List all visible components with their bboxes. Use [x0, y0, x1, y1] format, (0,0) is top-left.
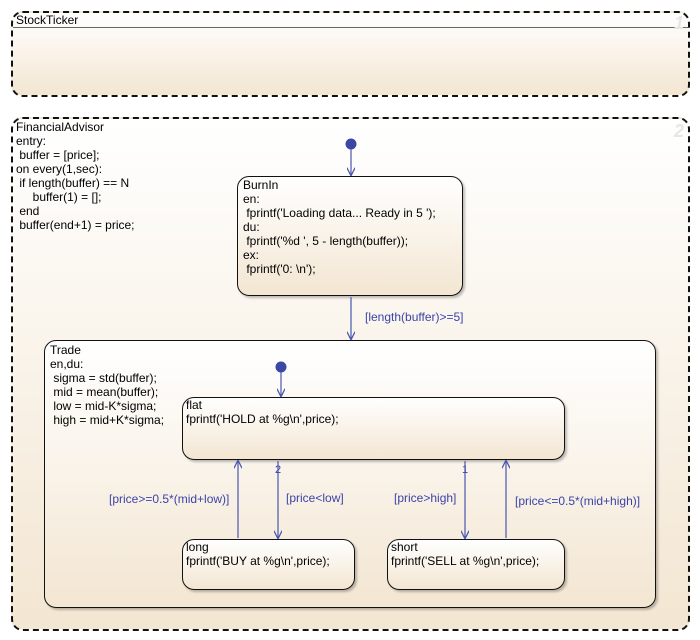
- stockticker-state[interactable]: StockTicker 1: [11, 11, 690, 97]
- guard-burnin-to-trade[interactable]: [length(buffer)>=5]: [365, 310, 464, 324]
- action-line: en,du:: [50, 357, 84, 371]
- action-line: fprintf('HOLD at %g\n',price);: [186, 412, 339, 426]
- action-line: du:: [243, 220, 260, 234]
- long-state[interactable]: [182, 539, 355, 590]
- burnin-state[interactable]: [237, 176, 463, 296]
- action-line: mid = mean(buffer);: [50, 385, 159, 399]
- default-transition-dot[interactable]: [275, 361, 287, 373]
- action-line: fprintf('BUY at %g\n',price);: [186, 554, 330, 568]
- action-line: ex:: [243, 248, 260, 262]
- state-name: BurnIn: [243, 178, 279, 192]
- short-state[interactable]: [387, 539, 565, 590]
- default-transition-dot[interactable]: [345, 138, 357, 150]
- action-line: end: [16, 204, 40, 218]
- action-line: if length(buffer) == N: [16, 176, 130, 190]
- state-name: Trade: [50, 343, 81, 357]
- action-line: fprintf('0: \n');: [243, 262, 316, 276]
- action-line: low = mid-K*sigma;: [50, 399, 157, 413]
- action-line: entry:: [16, 134, 47, 148]
- state-name: FinancialAdvisor: [16, 120, 105, 134]
- state-name: short: [391, 540, 418, 554]
- action-line: fprintf('Loading data... Ready in 5 ');: [243, 206, 436, 220]
- action-line: sigma = std(buffer);: [50, 371, 157, 385]
- execution-order: 2: [673, 121, 684, 141]
- action-line: high = mid+K*sigma;: [50, 413, 165, 427]
- action-line: on every(1,sec):: [16, 162, 103, 176]
- action-line: fprintf('%d ', 5 - length(buffer));: [243, 234, 409, 248]
- guard-flat-to-short[interactable]: [price>high]: [394, 491, 457, 505]
- state-title-divider: [13, 27, 688, 28]
- state-name: long: [186, 540, 209, 554]
- guard-short-to-flat[interactable]: [price<=0.5*(mid+high)]: [515, 494, 641, 508]
- guard-flat-to-long[interactable]: [price<low]: [286, 491, 344, 505]
- action-line: buffer(end+1) = price;: [16, 218, 135, 232]
- state-name: flat: [186, 398, 203, 412]
- transition-order-flat-to-long: 2: [275, 464, 282, 476]
- action-line: buffer = [price];: [16, 148, 100, 162]
- transition-order-flat-to-short: 1: [462, 464, 469, 476]
- state-name: StockTicker: [16, 13, 79, 27]
- execution-order: 1: [673, 13, 684, 33]
- flat-state[interactable]: [182, 397, 565, 460]
- action-line: buffer(1) = [];: [16, 190, 102, 204]
- action-line: fprintf('SELL at %g\n',price);: [391, 554, 540, 568]
- action-line: en:: [243, 192, 260, 206]
- guard-long-to-flat[interactable]: [price>=0.5*(mid+low)]: [109, 492, 230, 506]
